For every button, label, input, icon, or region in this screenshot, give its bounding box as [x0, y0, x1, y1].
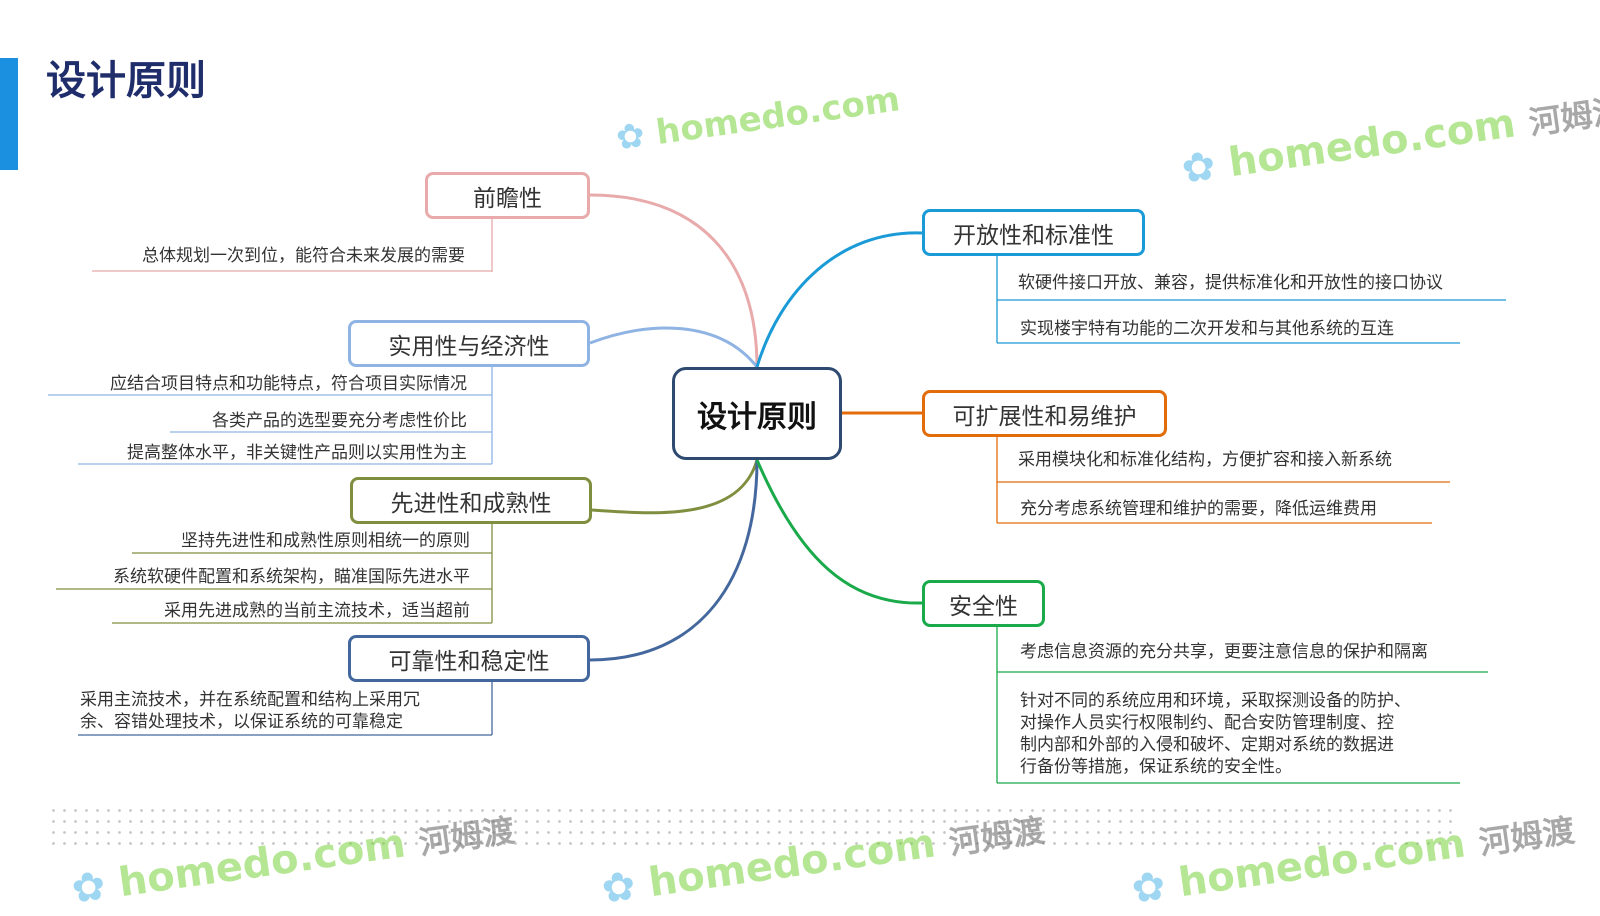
dot-pattern [48, 805, 1453, 851]
item-text: 实现楼宇特有功能的二次开发和与其他系统的互连 [1020, 319, 1394, 339]
item-text: 提高整体水平，非关键性产品则以实用性为主 [127, 443, 467, 463]
item-text: 坚持先进性和成熟性原则相统一的原则 [181, 531, 470, 551]
node-kekao: 可靠性和稳定性 [348, 635, 590, 682]
node-shiyong: 实用性与经济性 [348, 320, 590, 367]
connector-kekao [589, 459, 759, 662]
connector-anquan [755, 459, 923, 605]
node-xianjin: 先进性和成熟性 [350, 477, 592, 524]
item-text: 采用主流技术，并在系统配置和结构上采用冗 余、容错处理技术，以保证系统的可靠稳定 [80, 690, 420, 732]
item-text: 采用模块化和标准化结构，方便扩容和接入新系统 [1018, 450, 1392, 470]
item-text: 软硬件接口开放、兼容，提供标准化和开放性的接口协议 [1018, 273, 1443, 293]
node-qianzhan: 前瞻性 [425, 172, 590, 219]
page-title: 设计原则 [46, 58, 206, 104]
item-text: 总体规划一次到位，能符合未来发展的需要 [142, 246, 465, 266]
node-kaifang: 开放性和标准性 [922, 209, 1145, 256]
center-node: 设计原则 [672, 367, 842, 460]
item-text: 充分考虑系统管理和维护的需要，降低运维费用 [1020, 499, 1377, 519]
item-text: 考虑信息资源的充分共享，更要注意信息的保护和隔离 [1020, 642, 1428, 662]
item-text: 针对不同的系统应用和环境，采取探测设备的防护、 对操作人员实行权限制约、配合安防… [1020, 691, 1411, 777]
connector-shiyong [589, 326, 759, 368]
accent-bar [0, 58, 18, 170]
node-anquan: 安全性 [922, 580, 1045, 627]
item-text: 系统软硬件配置和系统架构，瞄准国际先进水平 [113, 567, 470, 587]
connector-qianzhan [589, 193, 759, 368]
node-kuozhan: 可扩展性和易维护 [922, 390, 1167, 437]
item-text: 应结合项目特点和功能特点，符合项目实际情况 [110, 374, 467, 394]
item-text: 各类产品的选型要充分考虑性价比 [212, 411, 467, 431]
connector-xianjin [591, 459, 759, 515]
item-text: 采用先进成熟的当前主流技术，适当超前 [164, 601, 470, 621]
connector-kaifang [755, 231, 923, 368]
